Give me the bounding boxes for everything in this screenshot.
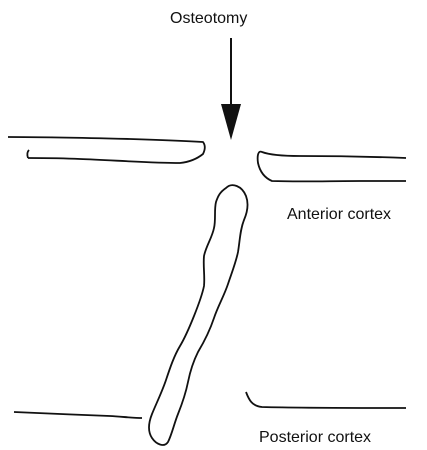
anterior-cortex-right-fragment — [258, 152, 406, 182]
osteotomy-label: Osteotomy — [170, 11, 247, 27]
anterior-cortex-left-outer — [27, 150, 29, 158]
osteotomy-gap-outline — [149, 185, 247, 445]
anterior-cortex-label: Anterior cortex — [287, 207, 391, 223]
posterior-cortex-right — [246, 392, 406, 408]
posterior-cortex-label: Posterior cortex — [259, 430, 371, 446]
posterior-cortex-left — [14, 412, 142, 418]
osteotomy-arrow — [221, 38, 241, 140]
anterior-cortex-left-fragment — [8, 137, 205, 163]
